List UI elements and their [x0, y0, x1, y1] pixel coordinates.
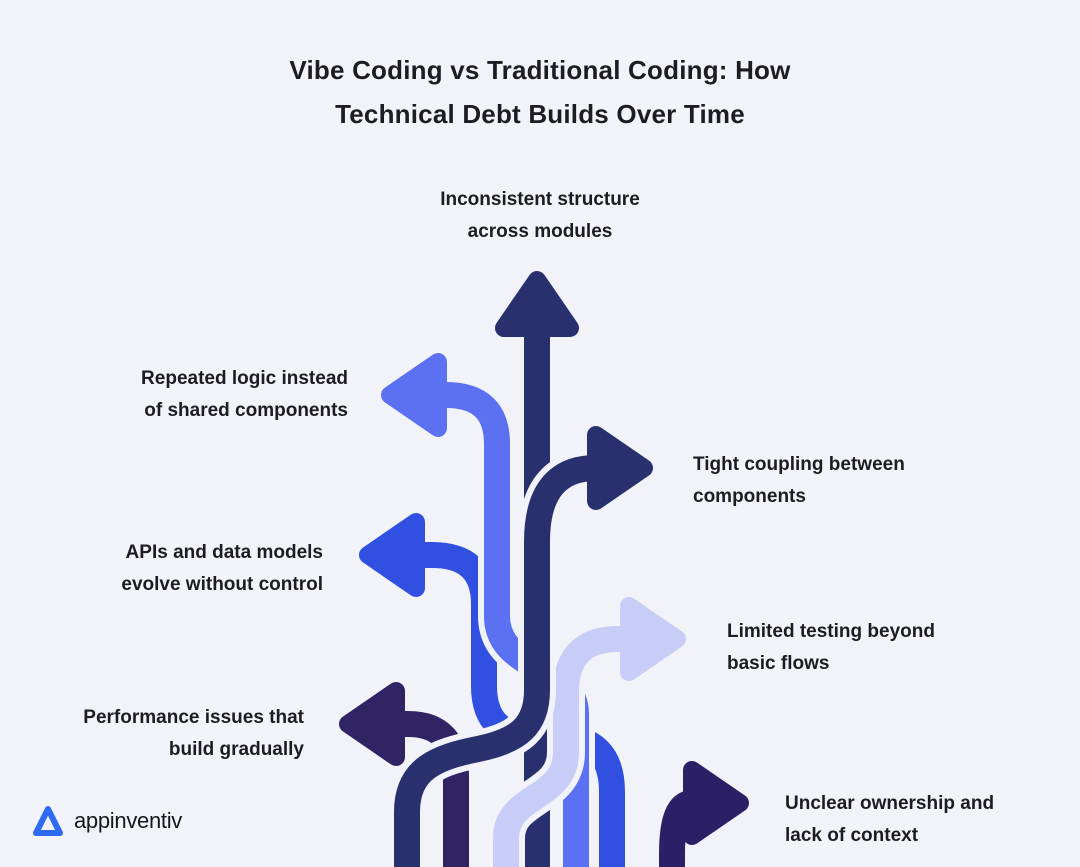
- label-line: components: [693, 486, 806, 507]
- label-tight-coupling: Tight coupling between components: [693, 449, 905, 513]
- label-line: Performance issues that: [83, 707, 304, 728]
- label-line: across modules: [467, 221, 613, 242]
- arrow-tight-coupling: [394, 426, 653, 867]
- label-limited-testing: Limited testing beyond basic flows: [727, 616, 935, 680]
- label-inconsistent-structure: Inconsistent structure across modules: [0, 184, 1080, 248]
- appinventiv-triangle-icon: [33, 806, 63, 836]
- label-line: build gradually: [168, 739, 304, 760]
- label-performance-issues: Performance issues that build gradually: [83, 702, 304, 766]
- arrow-unclear-ownership: [659, 761, 749, 867]
- label-line: Limited testing beyond: [727, 621, 935, 642]
- title-line-1: Vibe Coding vs Traditional Coding: How: [289, 55, 791, 85]
- label-line: Unclear ownership and: [785, 793, 995, 814]
- label-apis-data-models: APIs and data models evolve without cont…: [121, 537, 323, 601]
- label-line: evolve without control: [121, 574, 323, 595]
- label-line: APIs and data models: [125, 542, 323, 563]
- label-repeated-logic: Repeated logic instead of shared compone…: [141, 363, 348, 427]
- page-title: Vibe Coding vs Traditional Coding: How T…: [0, 48, 1080, 136]
- label-line: Tight coupling between: [693, 454, 905, 475]
- label-line: of shared components: [144, 400, 348, 421]
- label-line: lack of context: [785, 825, 919, 846]
- appinventiv-logo: appinventiv: [30, 804, 182, 838]
- label-line: basic flows: [727, 653, 830, 674]
- arrow-limited-testing: [493, 597, 686, 867]
- label-line: Inconsistent structure: [440, 189, 640, 210]
- label-line: Repeated logic instead: [141, 368, 348, 389]
- logo-text: appinventiv: [74, 808, 182, 833]
- label-unclear-ownership: Unclear ownership and lack of context: [785, 788, 994, 852]
- title-line-2: Technical Debt Builds Over Time: [335, 99, 745, 129]
